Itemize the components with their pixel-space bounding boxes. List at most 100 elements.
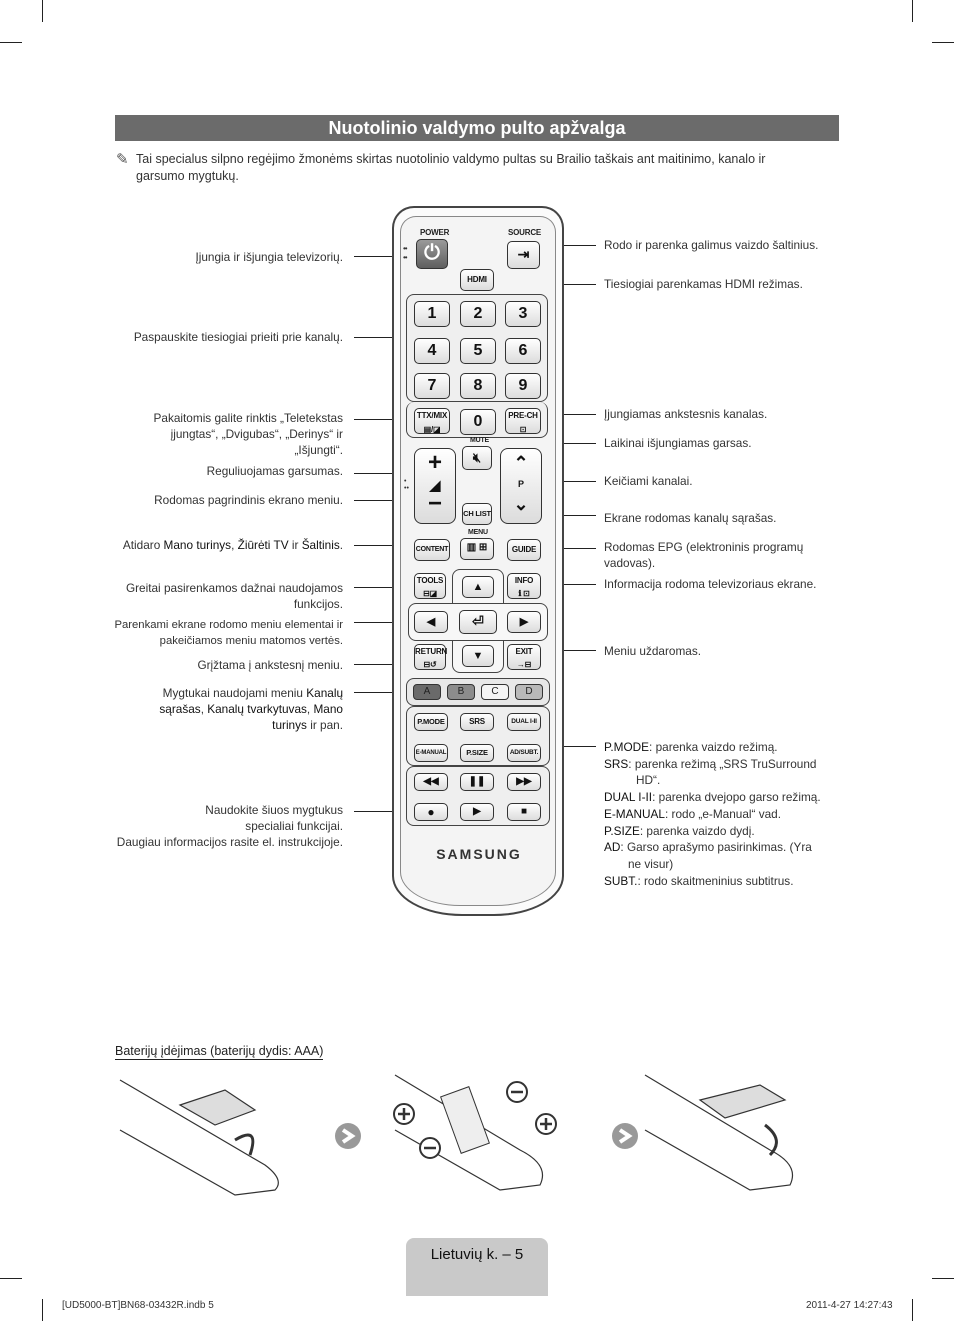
note-ttx-line3: „Išjungti“. [294,443,343,457]
note-color-2c: Kanalų tvarkytuvas [207,702,307,716]
number-button-1[interactable]: 1 [414,301,450,327]
note-color-line2: sąrašas, Kanalų tvarkytuvas, Mano [100,701,343,717]
number-button-6[interactable]: 6 [505,338,541,364]
number-button-3[interactable]: 3 [505,301,541,327]
leader-line [540,650,596,651]
leader-line [540,584,596,585]
note-content-pre: Atidaro [122,538,164,552]
note-tools: Greitai pasirenkamos dažnai naudojamos f… [100,580,343,612]
note-srs-value: : parenka režimą „SRS TruSurround [628,756,817,771]
tools-button[interactable]: TOOLS⊟◪ [414,573,446,599]
enter-button[interactable]: ⏎ [459,610,497,634]
rewind-button[interactable]: ◀◀ [414,773,448,791]
note-media-line1: Naudokite šiuos mygtukus [205,803,343,817]
crop-mark [932,1278,954,1279]
content-button[interactable]: CONTENT [414,539,450,561]
return-button[interactable]: RETURN⊟↺ [414,644,447,670]
leader-line [354,419,416,420]
arrow-down-icon: ▼ [472,650,484,662]
note-exit: Meniu uždaromas. [604,644,702,658]
number-button-8[interactable]: 8 [460,373,496,399]
pause-button[interactable]: ❚❚ [460,773,494,791]
note-content-ziureti: Žiūrėti TV [237,538,289,552]
exit-icon: →⊟ [516,660,532,669]
dual-button[interactable]: DUAL I-II [507,713,541,731]
number-button-7[interactable]: 7 [414,373,450,399]
note-media: Naudokite šiuos mygtukus specialiai funk… [80,802,343,850]
arrow-up-icon: ▲ [472,581,484,593]
hdmi-button[interactable]: HDMI [460,269,494,291]
number-button-0[interactable]: 0 [460,409,496,435]
note-ad-key: AD [604,840,621,855]
leader-line [354,473,416,474]
channel-rocker[interactable]: ⌃ P ⌄ [500,448,542,524]
ttx-mix-button[interactable]: TTX/MIX▤/◪ [414,408,450,434]
psize-button[interactable]: P.SIZE [460,744,494,762]
leader-line [538,245,596,246]
right-button[interactable]: ▶ [507,611,541,633]
color-button-d[interactable]: D [515,684,543,700]
leader-line [540,481,596,482]
note-arrows: Parenkami ekrane rodomo meniu elementai … [90,617,343,649]
note-media-line2: specialiai funkcijai. [245,819,343,833]
note-tools-line1: Greitai pasirenkamos dažnai naudojamos [125,581,343,595]
number-button-9[interactable]: 9 [505,373,541,399]
note-pmode-value: : parenka vaizdo režimą. [649,740,778,754]
prech-button[interactable]: PRE-CH⊡ [505,408,541,434]
left-button[interactable]: ◀ [414,611,448,633]
crop-mark [42,1299,43,1321]
record-icon: ● [427,805,435,819]
number-button-2[interactable]: 2 [460,301,496,327]
leader-line [354,337,410,338]
play-button[interactable]: ▶ [460,803,494,821]
braille-dots-volume: ••• [404,478,409,492]
note-chlist: Ekrane rodomas kanalų sąrašas. [604,511,777,525]
fastforward-button[interactable]: ▶▶ [507,773,541,791]
source-button[interactable]: ⇥ [507,241,540,269]
exit-button[interactable]: EXIT→⊟ [507,644,541,670]
note-color-1b: Kanalų [306,686,343,700]
note-channel: Keičiami kanalai. [604,474,693,488]
record-button[interactable]: ● [414,803,448,821]
down-button[interactable]: ▼ [462,645,494,667]
pencil-note-icon: ✎ [116,151,129,168]
color-button-c[interactable]: C [481,684,509,700]
volume-rocker[interactable]: + ◢ − [414,448,456,524]
mute-button[interactable]: 🔇︎ [462,446,492,470]
up-button[interactable]: ▲ [462,576,494,598]
note-arrows-line1: Parenkami ekrane rodomo meniu elementai … [114,619,343,631]
mute-label: MUTE [470,437,490,444]
power-button[interactable]: ⏻ [416,239,448,269]
adsubt-button[interactable]: AD/SUBT. [507,744,541,762]
color-button-b[interactable]: B [447,684,475,700]
note-info: Informacija rodoma televizoriaus ekrane. [604,577,817,591]
enter-icon: ⏎ [472,613,484,629]
battery-label: Baterijų įdėjimas (baterijų dydis: AAA) [115,1044,324,1060]
fastforward-icon: ▶▶ [516,776,532,787]
menu-label: MENU [468,529,488,536]
note-media-line3: Daugiau informacijos rasite el. instrukc… [116,835,343,849]
note-subt-key: SUBT. [604,873,638,888]
note-return: Grįžtama į ankstesnį meniu. [197,658,343,672]
color-button-a[interactable]: A [413,684,441,700]
pmode-button[interactable]: P.MODE [414,713,448,731]
menu-button[interactable]: ▥ ⊞ [460,538,494,560]
note-content-saltinis: Šaltinis [301,538,340,552]
srs-button[interactable]: SRS [460,713,494,731]
power-label: POWER [420,228,450,237]
note-psize-value: : parenka vaizdo dydį. [639,823,755,838]
intro-text: Tai specialus silpno regėjimo žmonėms sk… [136,152,766,183]
chlist-button[interactable]: CH LIST [462,503,492,525]
number-button-4[interactable]: 4 [414,338,450,364]
leader-line [540,414,596,415]
note-pmode-key: P.MODE [604,740,650,754]
leader-line [354,545,416,546]
note-srs-cont: HD“. [636,773,661,788]
emanual-button[interactable]: E-MANUAL [414,744,448,762]
stop-button[interactable]: ■ [507,803,541,821]
note-color-line1: Mygtukai naudojami meniu Kanalų [100,685,343,701]
guide-button[interactable]: GUIDE [507,539,541,561]
number-button-5[interactable]: 5 [460,338,496,364]
leader-line [354,811,406,812]
